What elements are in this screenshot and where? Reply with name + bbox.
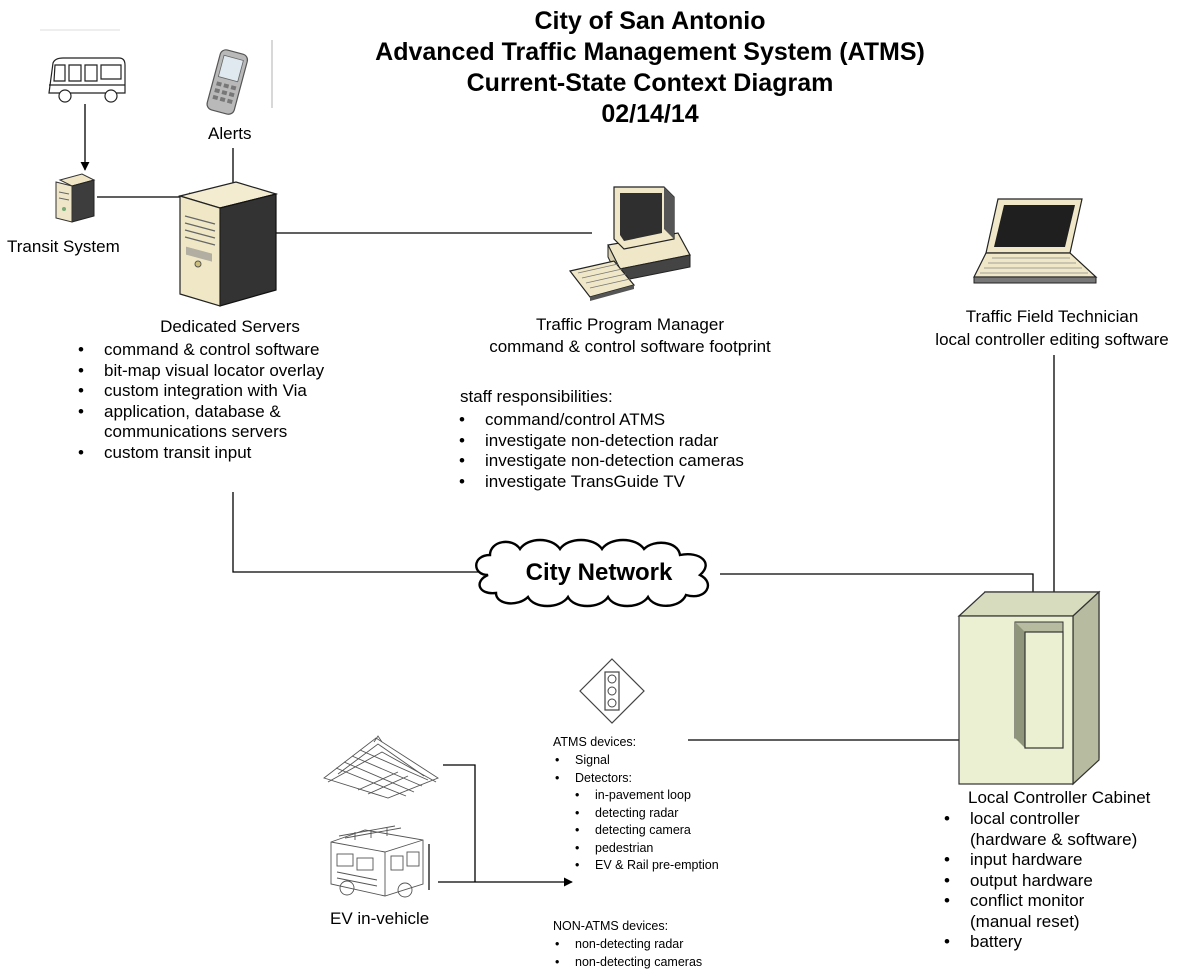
list-item: Signal [553,752,719,770]
list-item: battery [940,932,1137,953]
cabinet-bullet-list: local controller (hardware & software) i… [940,809,1137,953]
alerts-label: Alerts [208,124,252,143]
list-item: investigate non-detection radar [455,431,744,452]
list-item: custom transit input [74,443,324,464]
ev-in-vehicle-label: EV in-vehicle [330,909,430,928]
list-item: command & control software [74,340,324,361]
title-line-4: 02/14/14 [601,100,699,128]
transit-system-label: Transit System [7,237,120,256]
field-technician-sublabel: local controller editing software [935,330,1169,349]
list-item: non-detecting cameras [553,954,702,972]
network-to-cabinet-line [720,573,1034,592]
list-item: EV & Rail pre-emption [553,857,719,875]
title-line-2: Advanced Traffic Management System (ATMS… [375,38,925,66]
list-item: command/control ATMS [455,410,744,431]
list-item: custom integration with Via [74,381,324,402]
list-item: investigate non-detection cameras [455,451,744,472]
server-tower-icon [177,181,279,307]
dedicated-servers-bullet-list: command & control software bit-map visua… [74,340,324,463]
traffic-program-manager-label: Traffic Program Manager [535,315,724,334]
list-item: Detectors: [553,770,719,788]
list-item-continuation: (hardware & software) [970,829,1138,849]
list-item: detecting radar [553,805,719,823]
list-item: conflict monitor [940,891,1137,912]
ev-bracket-top-line [443,764,476,882]
list-item: investigate TransGuide TV [455,472,744,493]
list-item: detecting camera [553,822,719,840]
dedicated-servers-label: Dedicated Servers [160,317,300,336]
cloud-icon [475,538,710,608]
list-item: in-pavement loop [553,787,719,805]
staff-responsibilities-heading: staff responsibilities: [460,387,613,406]
non-atms-devices-heading: NON-ATMS devices: [553,919,669,933]
small-server-icon [55,173,96,223]
list-item-continuation: communications servers [104,422,288,441]
cabinet-label: Local Controller Cabinet [968,788,1151,807]
non-atms-devices-list: non-detecting radar non-detecting camera… [553,936,702,971]
title-line-1: City of San Antonio [534,7,766,35]
list-item: output hardware [940,871,1137,892]
laptop-icon [973,198,1098,284]
traffic-program-manager-sublabel: command & control software footprint [489,337,771,356]
list-item: non-detecting radar [553,936,702,954]
list-item: application, database & [74,402,324,423]
list-item: pedestrian [553,840,719,858]
list-item-continuation: (manual reset) [970,911,1080,931]
list-item: input hardware [940,850,1137,871]
fire-truck-icon [330,825,430,898]
atms-devices-heading: ATMS devices: [553,735,637,749]
list-item: local controller [940,809,1137,830]
mobile-phone-icon [206,49,249,115]
atms-devices-list: Signal Detectors: in-pavement loop detec… [553,752,719,875]
desktop-computer-icon [568,186,691,301]
list-item: bit-map visual locator overlay [74,361,324,382]
server-to-network-line [232,492,478,573]
bus-icon [48,57,126,103]
title-line-3: Current-State Context Diagram [466,69,834,97]
train-icon [323,735,439,799]
city-network-label: City Network [525,559,673,586]
controller-cabinet-icon [957,590,1101,786]
traffic-signal-icon [579,658,645,724]
field-technician-label: Traffic Field Technician [965,307,1139,326]
staff-responsibilities-list: command/control ATMS investigate non-det… [455,410,744,492]
